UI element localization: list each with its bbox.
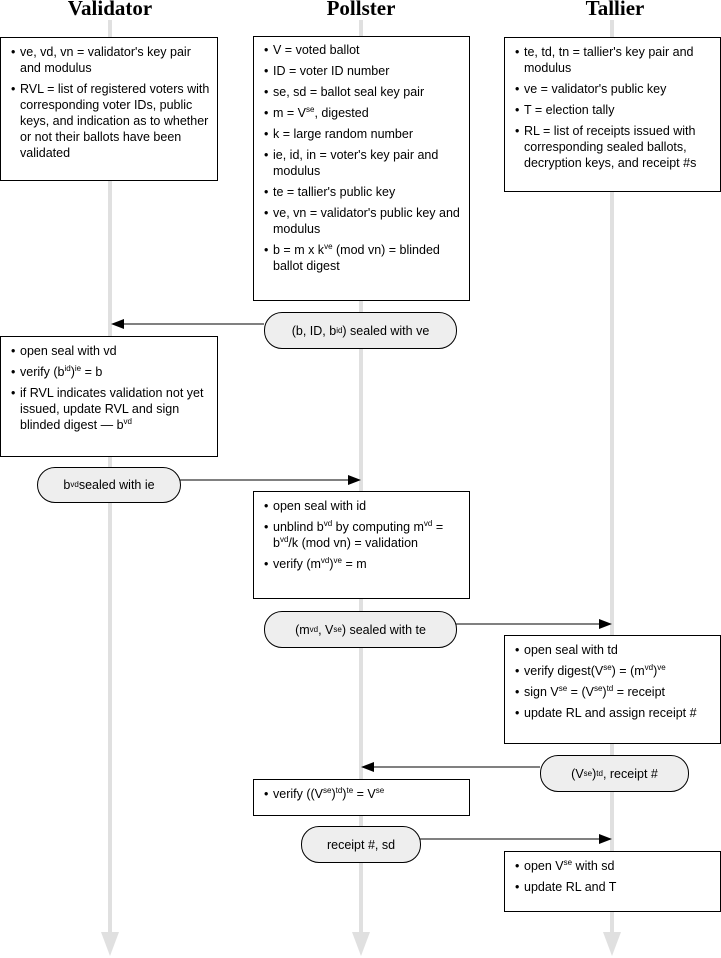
bullet-item: T = election tally <box>515 102 714 118</box>
bullet-item: verify ((Vse)td)te = Vse <box>264 786 463 802</box>
pollster-lifeline-arrowhead <box>352 932 370 956</box>
arrowhead-msg4 <box>361 762 374 772</box>
bullet-item: se, sd = ballot seal key pair <box>264 84 463 100</box>
pollster-validation-box: open seal with id unblind bvd by computin… <box>253 491 470 599</box>
bullet-item: RVL = list of registered voters with cor… <box>11 81 211 161</box>
bullet-item: m = Vse, digested <box>264 105 463 121</box>
arrowhead-msg5 <box>599 834 612 844</box>
validator-processing-box: open seal with vd verify (bid)ie = b if RV… <box>0 336 218 457</box>
tallier-initial-state-box: te, td, tn = tallier's key pair and modu… <box>504 37 721 192</box>
validator-initial-state-box: ve, vd, vn = validator's key pair and mo… <box>0 37 218 181</box>
bullet-item: open Vse with sd <box>515 858 714 874</box>
message-pill-5: receipt #, sd <box>301 826 421 863</box>
arrowhead-msg3 <box>599 619 612 629</box>
arrowhead-msg1 <box>111 319 124 329</box>
bullet-item: ve, vd, vn = validator's key pair and mo… <box>11 44 211 76</box>
bullet-item: te, td, tn = tallier's key pair and modu… <box>515 44 714 76</box>
tallier-heading: Tallier <box>585 0 645 20</box>
arrowhead-msg2 <box>348 475 361 485</box>
bullet-item: open seal with id <box>264 498 463 514</box>
bullet-item: verify (bid)ie = b <box>11 364 211 380</box>
bullet-item: RL = list of receipts issued with corres… <box>515 123 714 171</box>
bullet-item: if RVL indicates validation not yet issu… <box>11 385 211 433</box>
bullet-item: open seal with td <box>515 642 714 658</box>
bullet-item: open seal with vd <box>11 343 211 359</box>
bullet-item: b = m x kve (mod vn) = blinded ballot di… <box>264 242 463 274</box>
bullet-item: verify (mvd)ve = m <box>264 556 463 572</box>
bullet-item: verify digest(Vse) = (mvd)ve <box>515 663 714 679</box>
pollster-heading: Pollster <box>326 0 396 20</box>
bullet-item: ie, id, in = voter's key pair and modulu… <box>264 147 463 179</box>
bullet-item: te = tallier's public key <box>264 184 463 200</box>
bullet-item: update RL and T <box>515 879 714 895</box>
tallier-receipt-box: open seal with td verify digest(Vse) = (m… <box>504 635 721 744</box>
bullet-item: k = large random number <box>264 126 463 142</box>
pollster-verify-receipt-box: verify ((Vse)td)te = Vse <box>253 779 470 816</box>
tallier-final-box: open Vse with sd update RL and T <box>504 851 721 912</box>
bullet-item: unblind bvd by computing mvd = bvd/k (mo… <box>264 519 463 551</box>
bullet-item: ve = validator's public key <box>515 81 714 97</box>
pollster-initial-state-box: V = voted ballot ID = voter ID number se, … <box>253 36 470 301</box>
validator-lifeline-arrowhead <box>101 932 119 956</box>
bullet-item: ve, vn = validator's public key and modu… <box>264 205 463 237</box>
tallier-lifeline-arrowhead <box>603 932 621 956</box>
bullet-item: ID = voter ID number <box>264 63 463 79</box>
bullet-item: sign Vse = (Vse)td = receipt <box>515 684 714 700</box>
bullet-item: update RL and assign receipt # <box>515 705 714 721</box>
bullet-item: V = voted ballot <box>264 42 463 58</box>
validator-heading: Validator <box>67 0 153 20</box>
